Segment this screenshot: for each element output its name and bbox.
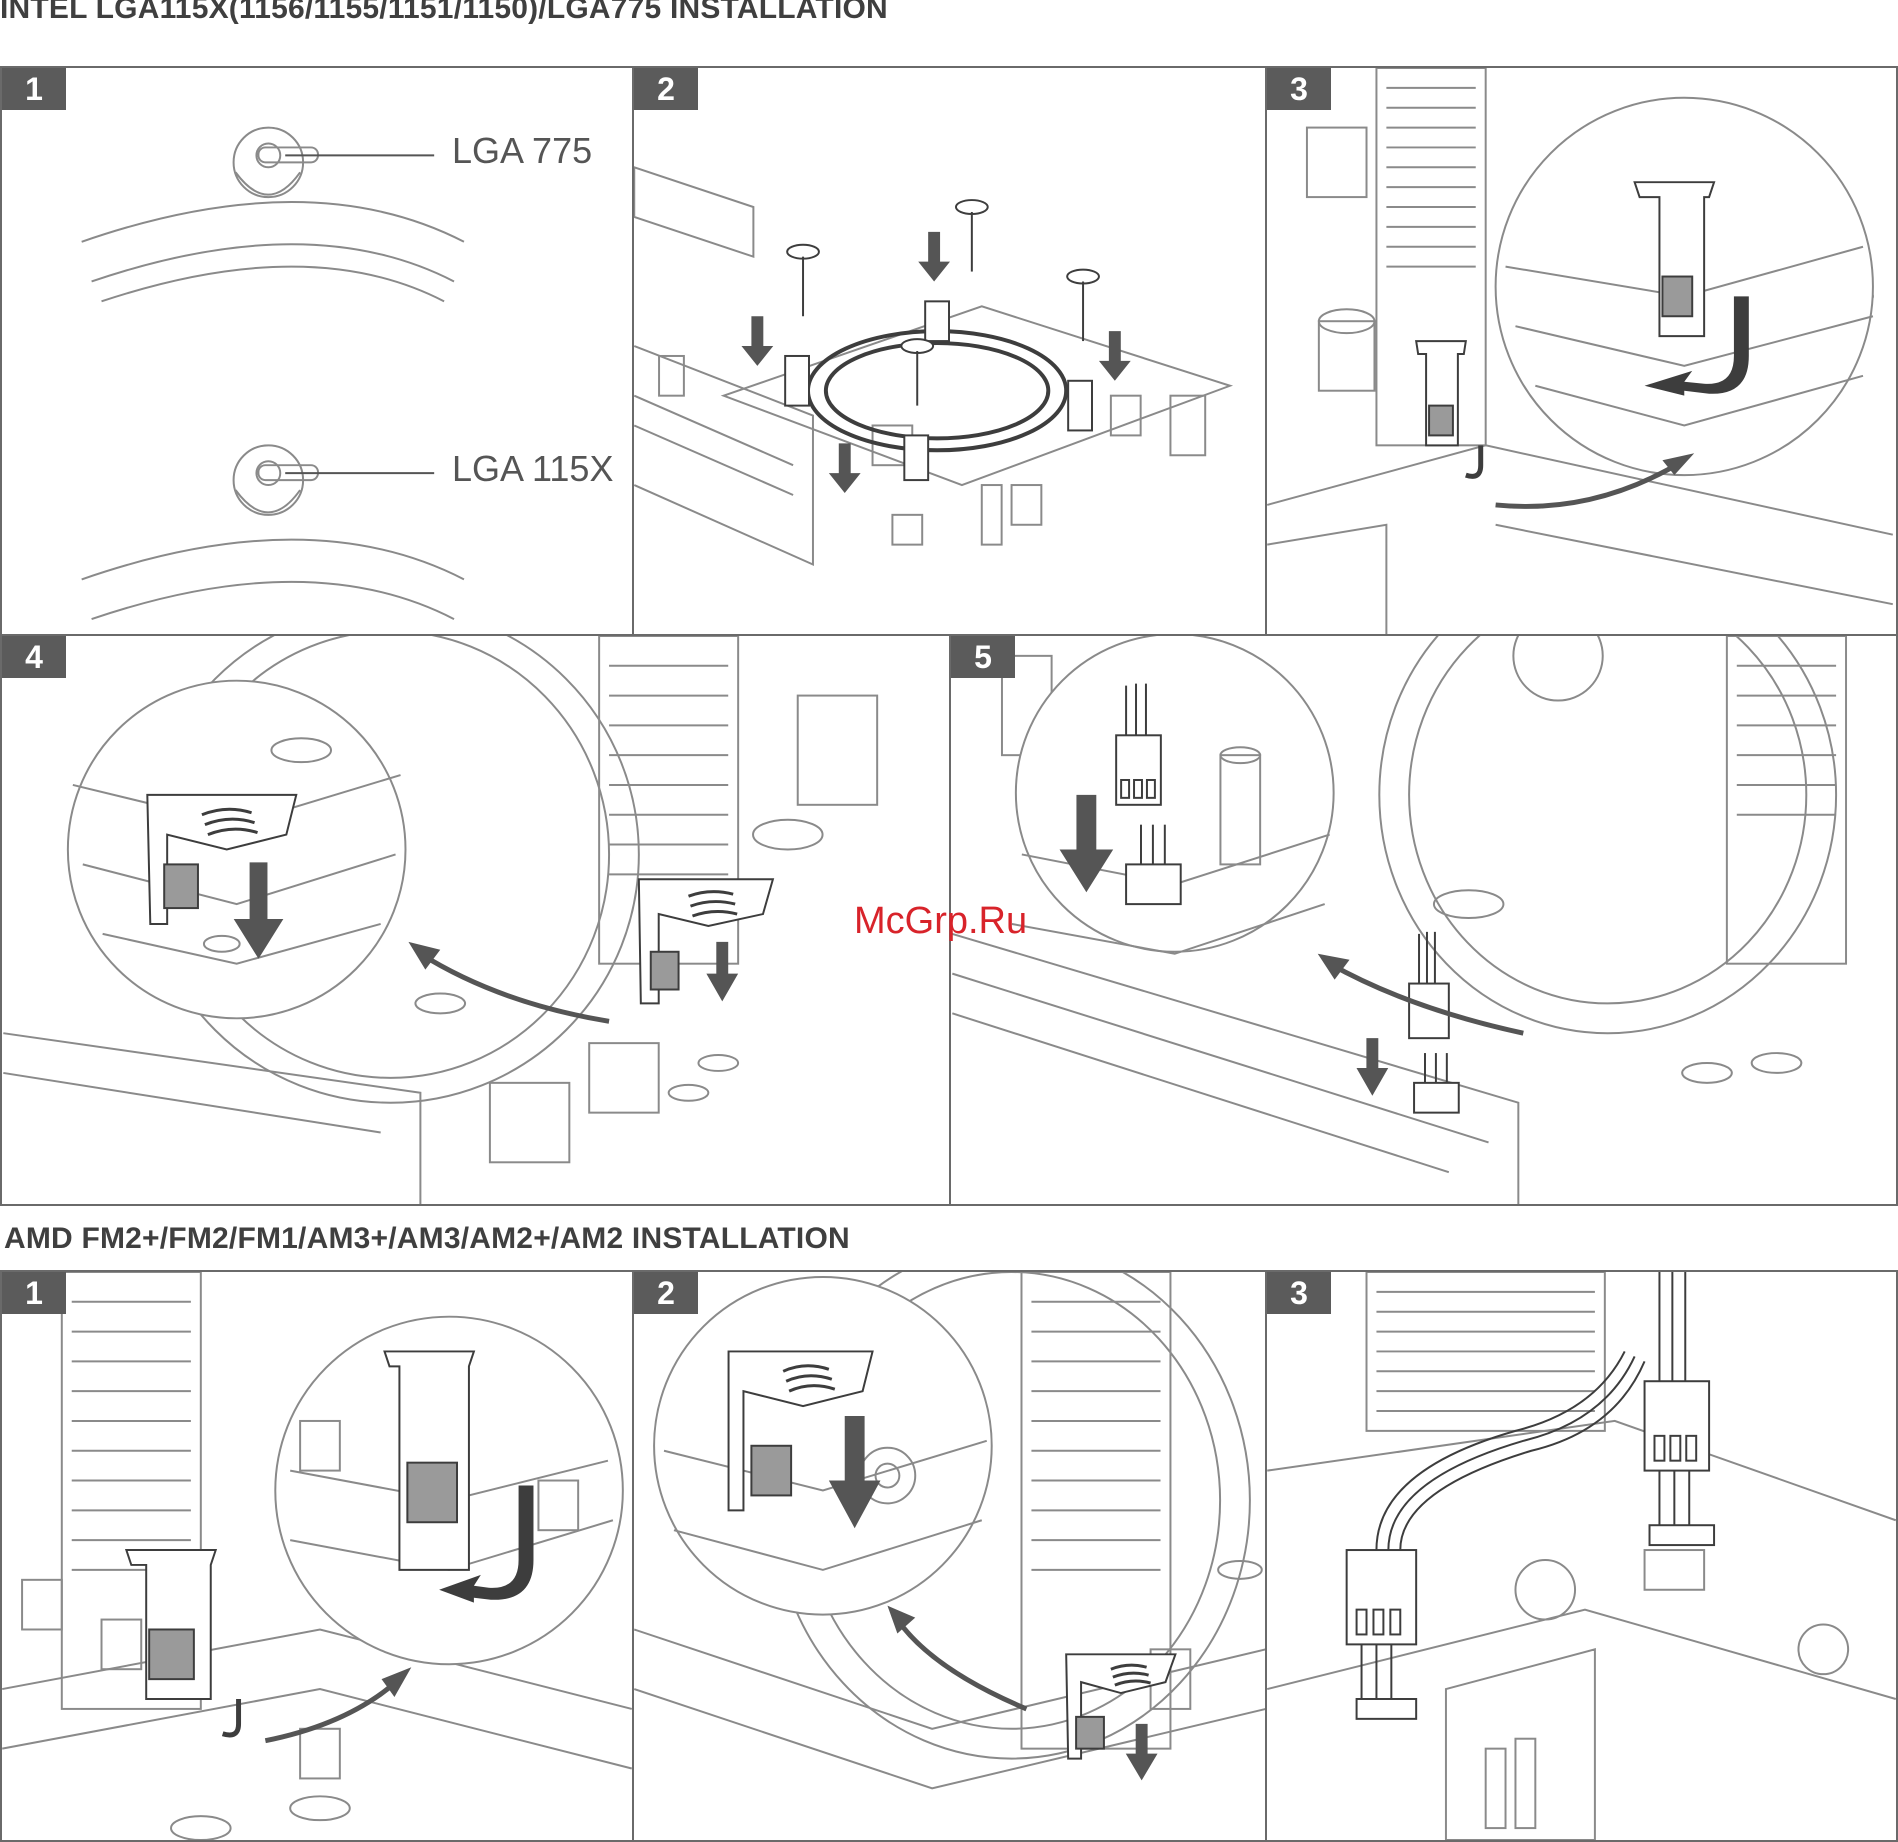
step-number-badge: 2	[634, 1272, 698, 1314]
lga115x-label: LGA 115X	[452, 448, 613, 490]
amd-section-title: AMD FM2+/FM2/FM1/AM3+/AM3/AM2+/AM2 INSTA…	[4, 1222, 850, 1256]
backplate-standoffs-illustration	[634, 68, 1266, 634]
step-number-badge: 4	[2, 636, 66, 678]
clip-press-down-illustration	[2, 636, 949, 1204]
step-number-badge: 1	[2, 1272, 66, 1314]
intel-step-3-panel: 3	[1265, 66, 1898, 636]
step-number-badge: 5	[951, 636, 1015, 678]
cooler-clip-install-illustration	[1267, 68, 1896, 634]
amd-fan-connector-illustration	[1267, 1272, 1896, 1840]
step-number-badge: 2	[634, 68, 698, 110]
amd-step-3-panel: 3	[1265, 1270, 1898, 1842]
intel-step-1-panel: 1 LGA 775 LGA 115X	[0, 66, 634, 636]
amd-step-1-panel: 1	[0, 1270, 634, 1842]
step-number-badge: 3	[1267, 68, 1331, 110]
intel-step-2-panel: 2	[632, 66, 1268, 636]
amd-clip-install-illustration	[2, 1272, 632, 1840]
intel-section-title: INTEL LGA115X(1156/1155/1151/1150)/LGA77…	[0, 0, 888, 26]
intel-step-5-panel: 5	[949, 634, 1898, 1206]
fan-connector-illustration	[951, 636, 1896, 1204]
intel-step-4-panel: 4	[0, 634, 951, 1206]
watermark-text: McGrp.Ru	[854, 900, 1027, 943]
amd-clip-press-down-illustration	[634, 1272, 1266, 1840]
step-number-badge: 1	[2, 68, 66, 110]
step-number-badge: 3	[1267, 1272, 1331, 1314]
amd-step-2-panel: 2	[632, 1270, 1268, 1842]
lga775-label: LGA 775	[452, 130, 592, 172]
